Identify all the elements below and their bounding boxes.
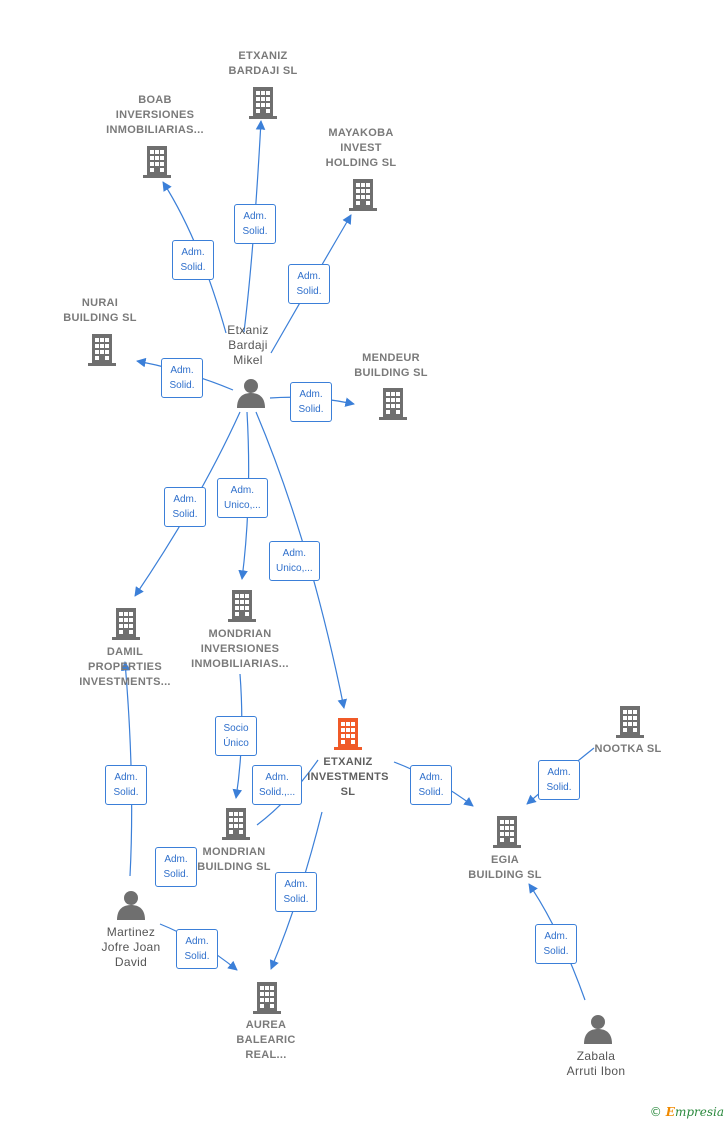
building-icon[interactable] — [379, 388, 407, 420]
nodes — [88, 87, 644, 1044]
building-icon[interactable] — [616, 706, 644, 738]
node-nootka[interactable]: NOOTKA SL — [594, 743, 662, 755]
building-icon[interactable] — [88, 334, 116, 366]
building-icon[interactable] — [112, 608, 140, 640]
building-icon[interactable] — [228, 590, 256, 622]
edge-label-mikel-mayakoba[interactable]: Adm. Solid. — [288, 264, 330, 304]
building-icon[interactable] — [143, 146, 171, 178]
node-mondrian-inversiones[interactable]: MONDRIAN INVERSIONES INMOBILIARIAS... — [191, 628, 289, 670]
edge-label-mikel-etxaniz-bardaji[interactable]: Adm. Solid. — [234, 204, 276, 244]
node-etxaniz-bardaji-sl[interactable]: ETXANIZ BARDAJI SL — [228, 50, 298, 77]
person-icon[interactable] — [237, 379, 265, 408]
node-zabala[interactable]: Zabala Arruti Ibon — [566, 1049, 626, 1078]
node-egia[interactable]: EGIA BUILDING SL — [468, 854, 542, 881]
node-mendeur[interactable]: MENDEUR BUILDING SL — [354, 352, 428, 379]
node-martinez[interactable]: Martinez Jofre Joan David — [101, 925, 161, 969]
edge-label-nootka-egia[interactable]: Adm. Solid. — [538, 760, 580, 800]
brand-logo-text: mpresia — [674, 1105, 724, 1119]
building-icon-focus[interactable] — [334, 718, 362, 750]
node-mayakoba[interactable]: MAYAKOBA INVEST HOLDING SL — [325, 127, 397, 169]
edge-label-zabala-egia[interactable]: Adm. Solid. — [535, 924, 577, 964]
node-boab[interactable]: BOAB INVERSIONES INMOBILIARIAS... — [106, 94, 204, 136]
footer-brand: ©Empresia — [650, 1105, 724, 1119]
edge-label-martinez-damil[interactable]: Adm. Solid. — [105, 765, 147, 805]
node-etxaniz-investments[interactable]: ETXANIZ INVESTMENTS SL — [307, 756, 389, 798]
building-icon[interactable] — [493, 816, 521, 848]
edge-label-investments-aurea[interactable]: Adm. Solid. — [275, 872, 317, 912]
edge-label-mikel-etxaniz-investments[interactable]: Adm. Unico,... — [269, 541, 320, 581]
copyright-symbol: © — [649, 1105, 662, 1119]
node-nurai[interactable]: NURAI BUILDING SL — [63, 297, 137, 324]
node-aurea[interactable]: AUREA BALEARIC REAL... — [236, 1019, 296, 1061]
node-etxaniz-mikel[interactable]: Etxaniz Bardaji Mikel — [227, 323, 269, 367]
edge-label-mikel-boab[interactable]: Adm. Solid. — [172, 240, 214, 280]
edge-label-martinez-aurea[interactable]: Adm. Solid. — [176, 929, 218, 969]
edge-label-mondrian-inv-mondrian-building[interactable]: Socio Único — [215, 716, 257, 756]
building-icon[interactable] — [349, 179, 377, 211]
edge-label-mikel-damil[interactable]: Adm. Solid. — [164, 487, 206, 527]
node-mondrian-building[interactable]: MONDRIAN BUILDING SL — [197, 846, 271, 873]
building-icon[interactable] — [253, 982, 281, 1014]
edge-label-investments-egia[interactable]: Adm. Solid. — [410, 765, 452, 805]
edge-label-investments-mondrian-building[interactable]: Adm. Solid.,... — [252, 765, 303, 805]
edge-label-martinez-mondrian-building[interactable]: Adm. Solid. — [155, 847, 197, 887]
building-icon[interactable] — [249, 87, 277, 119]
edge-label-mikel-mondrian-inv[interactable]: Adm. Unico,... — [217, 478, 268, 518]
person-icon[interactable] — [584, 1015, 612, 1044]
person-icon[interactable] — [117, 891, 145, 920]
brand-logo-letter: E — [665, 1105, 675, 1119]
edge-label-mikel-mendeur[interactable]: Adm. Solid. — [290, 382, 332, 422]
building-icon[interactable] — [222, 808, 250, 840]
node-damil[interactable]: DAMIL PROPERTIES INVESTMENTS... — [79, 646, 171, 688]
edge-label-mikel-nurai[interactable]: Adm. Solid. — [161, 358, 203, 398]
